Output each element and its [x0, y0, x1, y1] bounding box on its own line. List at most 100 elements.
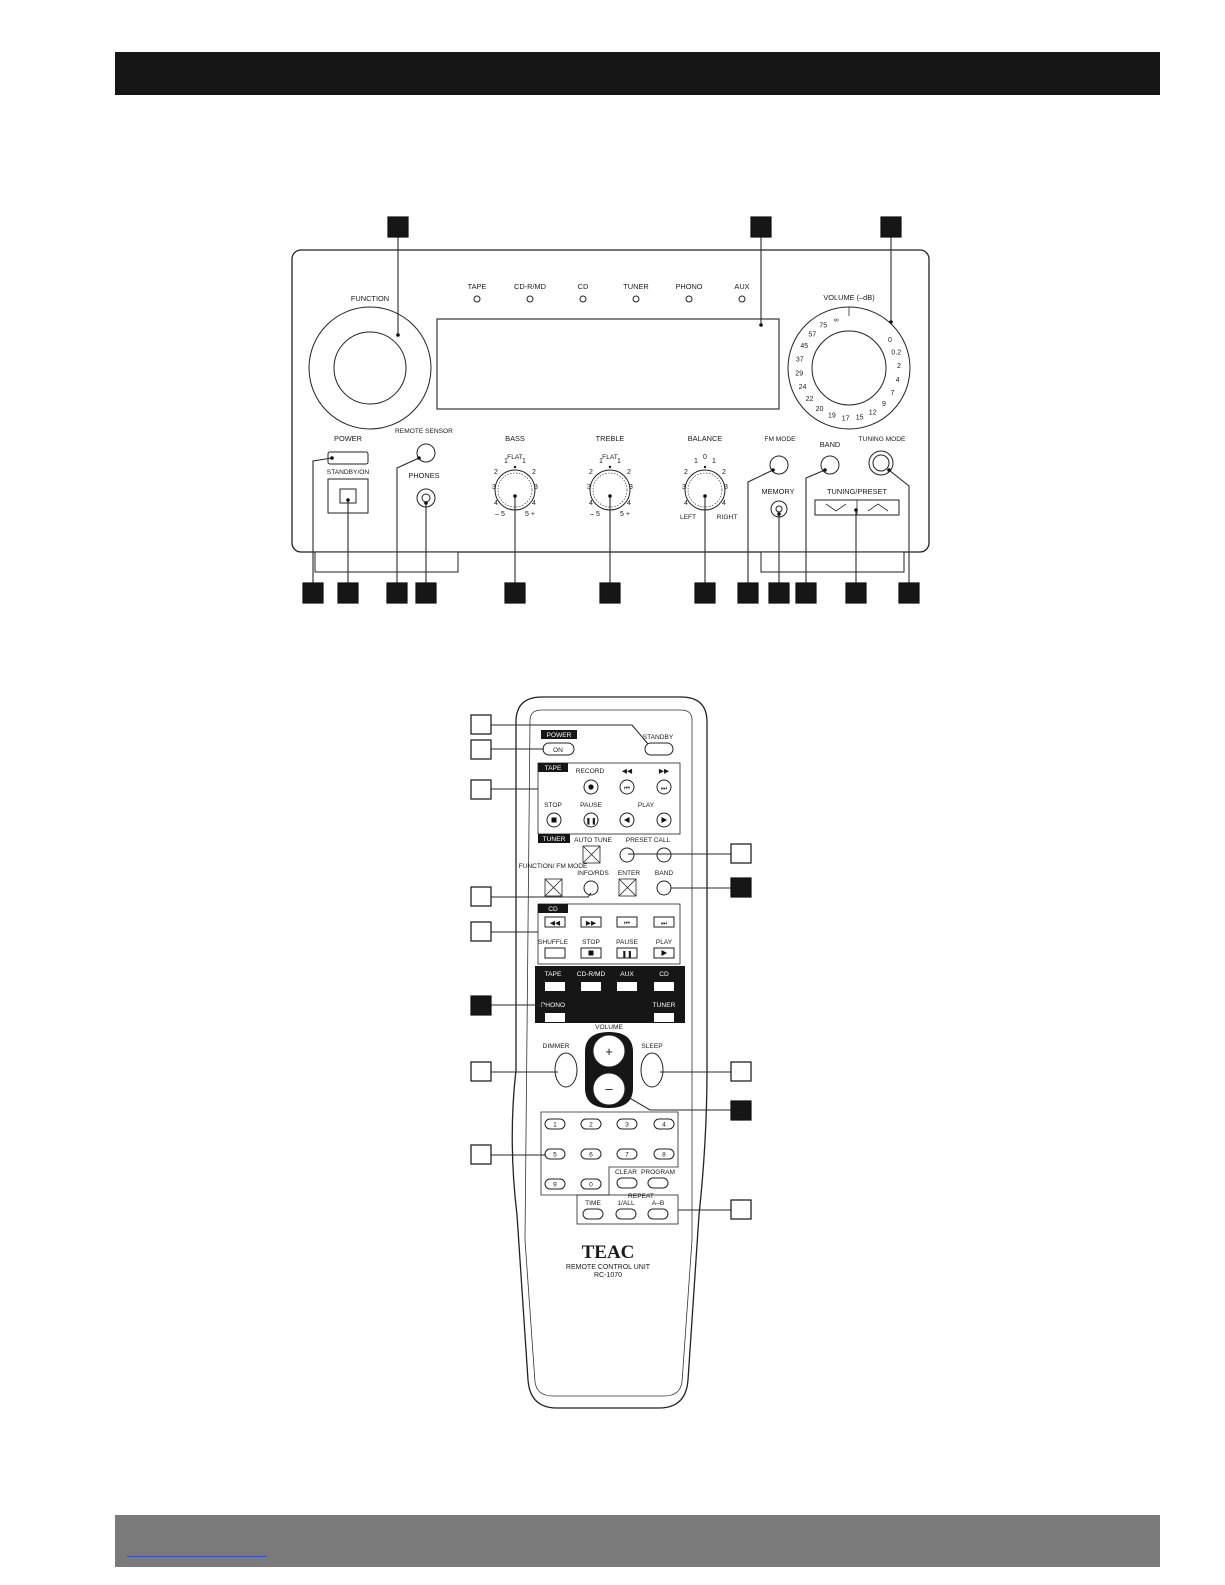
volume-up-button[interactable] [592, 1034, 626, 1068]
callout-badge [504, 582, 526, 604]
tuning-up-arrow-icon[interactable] [867, 503, 889, 512]
source-cdr-md-button[interactable] [581, 982, 601, 991]
repeat-all-button[interactable] [615, 1208, 637, 1220]
number-button-1[interactable] [544, 1118, 566, 1130]
standby-button[interactable] [644, 742, 674, 756]
sleep-button[interactable] [640, 1052, 664, 1088]
number-button-8[interactable] [653, 1148, 675, 1160]
callout-badge [730, 1199, 752, 1220]
auto-tune-label: AUTO TUNE [574, 837, 612, 844]
treble-scale-tick: 1 [599, 458, 603, 465]
tuner-button[interactable] [654, 1013, 674, 1022]
cd-skip-fwd-button[interactable] [653, 916, 675, 928]
source-label-aux: AUX [620, 971, 634, 978]
info-rds-button[interactable] [583, 880, 599, 896]
callout-badge [599, 582, 621, 604]
bass-flat-label: FLAT [507, 454, 523, 461]
tape-tag [538, 763, 568, 772]
number-button-3[interactable] [616, 1118, 638, 1130]
callout-dot [396, 333, 400, 337]
balance-scale-tick: 2 [722, 469, 726, 476]
source-aux-button[interactable] [617, 982, 637, 991]
callout-badge [302, 582, 324, 604]
number-button-0[interactable] [580, 1178, 602, 1190]
cd-play-label: PLAY [656, 939, 673, 946]
numpad-section [540, 1111, 679, 1196]
function-knob[interactable] [333, 331, 407, 405]
source-cd-button[interactable] [654, 982, 674, 991]
callout-badge [470, 886, 492, 907]
tuning-down-arrow-icon[interactable] [825, 503, 847, 512]
clear-button[interactable] [616, 1177, 638, 1189]
time-button[interactable] [582, 1208, 604, 1220]
bass-scale-tick: 1 [504, 458, 508, 465]
power-indicator [327, 451, 369, 465]
phono-button[interactable] [545, 1013, 565, 1022]
callout-dot [608, 494, 612, 498]
tape-section [537, 762, 681, 835]
cd-rewind-button[interactable] [544, 916, 566, 928]
number-button-7[interactable] [616, 1148, 638, 1160]
number-button-6[interactable] [580, 1148, 602, 1160]
callout-badge [845, 582, 867, 604]
callout-leader-line [627, 1096, 735, 1111]
cd-stop-label: STOP [582, 939, 600, 946]
balance-scale-tick: 1 [694, 458, 698, 465]
band-button[interactable] [656, 880, 672, 896]
number-button-label: 7 [625, 1152, 629, 1159]
remote-callouts [470, 714, 752, 1220]
selector-label-cdr-md: CD-R/MD [514, 282, 546, 291]
number-button-4[interactable] [653, 1118, 675, 1130]
balance-center-dot [703, 465, 707, 469]
selector-label-cd: CD [578, 282, 589, 291]
power-tag-text: POWER [547, 732, 572, 739]
volume-knob[interactable] [811, 330, 887, 406]
source-label-tape: TAPE [545, 971, 562, 978]
source-tape-button[interactable] [545, 982, 565, 991]
cd-ff-button[interactable] [580, 916, 602, 928]
treble-label: TREBLE [596, 434, 625, 443]
stop-icon [551, 817, 557, 823]
play-icon [661, 817, 667, 823]
treble-scale-tick: 4 [627, 500, 631, 507]
phones-label: PHONES [408, 471, 439, 480]
shuffle-button[interactable] [544, 947, 566, 959]
source-label-cd: CD [659, 971, 669, 978]
left-foot [314, 551, 459, 573]
dimmer-button[interactable] [554, 1052, 578, 1088]
tuner-tag-text: TUNER [543, 836, 566, 843]
tape-skip-fwd-button[interactable] [656, 779, 672, 795]
tape-skip-back-button[interactable] [619, 779, 635, 795]
number-button-label: 8 [662, 1152, 666, 1159]
callout-dot [777, 512, 781, 516]
treble-scale-tick: 4 [589, 500, 593, 507]
volume-up-text: + [605, 1044, 613, 1059]
led-cd [579, 295, 587, 303]
callout-badge [470, 714, 492, 735]
treble-scale-tick: 5 + [620, 511, 630, 518]
preset-call-up-button[interactable] [656, 847, 672, 863]
preset-call-down-button[interactable] [619, 847, 635, 863]
skip-back-icon: ⏮ [624, 785, 630, 792]
number-button-2[interactable] [580, 1118, 602, 1130]
ab-button[interactable] [647, 1208, 669, 1220]
program-button[interactable] [647, 1177, 669, 1189]
volume-scale-tick: 15 [856, 414, 864, 421]
number-button-label: 1 [553, 1122, 557, 1129]
callout-leader-line [491, 892, 592, 898]
cd-skip-back-button[interactable] [616, 916, 638, 928]
volume-down-button[interactable] [592, 1072, 626, 1106]
footer-link-underline[interactable] [127, 1556, 267, 1557]
tape-pause-button[interactable] [583, 812, 599, 828]
treble-knob-ridges [592, 472, 628, 508]
tape-pause-label: PAUSE [580, 802, 602, 809]
cd-pause-button[interactable] [616, 947, 638, 959]
balance-scale-tick: 3 [682, 484, 686, 491]
function-fm-mode-disabled-icon [544, 878, 563, 897]
front-panel-diagram: FUNCTION TAPE CD-R/MD CD TUNER PHONO AUX… [291, 216, 930, 604]
led-tuner [632, 295, 640, 303]
tuner-label: TUNER [653, 1002, 676, 1009]
number-button-9[interactable] [544, 1178, 566, 1190]
bass-knob-ridges [497, 472, 533, 508]
number-button-5[interactable] [544, 1148, 566, 1160]
